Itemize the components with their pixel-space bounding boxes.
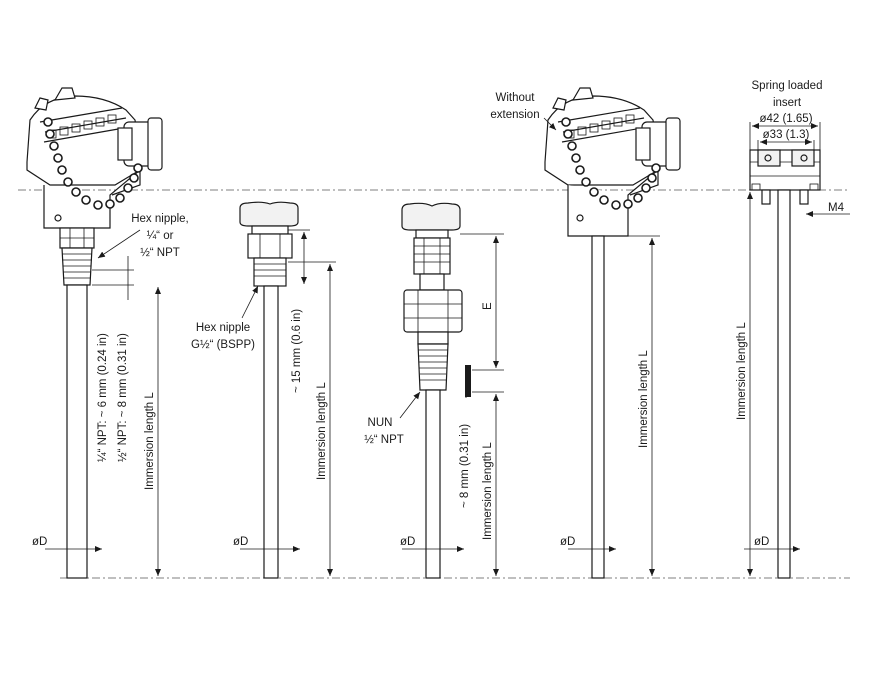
label-immersion-4: Immersion length L: [638, 350, 650, 448]
leader-hex-nipple-g: [241, 285, 259, 319]
insert-spring-stud: [761, 189, 771, 205]
leader-nun: [399, 391, 421, 419]
protection-tube-1: [66, 284, 88, 579]
label-immersion-5: Immersion length L: [736, 322, 748, 420]
variant-spring-loaded-insert: [744, 122, 850, 579]
protection-tube-2: [263, 285, 279, 579]
label-hex-nipple-npt-3: ½“ NPT: [140, 247, 180, 259]
cap-2: [239, 201, 299, 227]
label-hex-nipple-g-1: Hex nipple: [196, 322, 250, 334]
hex-nipple-g: [247, 225, 293, 287]
label-immersion-2: Immersion length L: [316, 382, 328, 480]
cap-3: [401, 202, 461, 231]
variant-hex-nipple-g: [239, 201, 336, 579]
label-immersion-3: Immersion length L: [482, 442, 494, 540]
label-od-1: øD: [32, 536, 47, 548]
label-nun-1: NUN: [368, 417, 393, 429]
label-m4: M4: [828, 202, 845, 214]
label-immersion-1: Immersion length L: [144, 392, 156, 490]
label-hex-nipple-g-2: G½“ (BSPP): [191, 339, 255, 351]
protection-tube-3: [425, 389, 441, 579]
label-od-3: øD: [400, 536, 415, 548]
neck-union-assembly: [403, 229, 463, 391]
insert-spring-stud-2: [799, 189, 809, 205]
label-without-2: extension: [490, 109, 539, 121]
label-od-5: øD: [754, 536, 769, 548]
label-hex-nipple-npt-1: Hex nipple,: [131, 213, 189, 225]
variant-nun-union: [399, 202, 504, 579]
variant-hex-nipple-npt: [26, 87, 163, 579]
hex-nipple-npt: [59, 227, 95, 286]
ball-chain-4: [561, 117, 661, 210]
label-8mm: ~ 8 mm (0.31 in): [459, 424, 471, 508]
leader-hex-nipple: [97, 229, 141, 259]
label-15mm: ~ 15 mm (0.6 in): [291, 309, 303, 393]
label-spring-2: insert: [773, 97, 802, 109]
label-spring-1: Spring loaded: [752, 80, 823, 92]
label-e: E: [482, 302, 494, 310]
protection-tube-4: [591, 235, 605, 579]
label-npt-half: ½“ NPT: ~ 8 mm (0.31 in): [117, 333, 129, 462]
label-od-4: øD: [560, 536, 575, 548]
insert-rod: [777, 189, 791, 579]
label-nun-2: ½“ NPT: [364, 434, 404, 446]
label-npt-quarter: ¼“ NPT: ~ 6 mm (0.24 in): [97, 333, 109, 462]
variant-without-extension: [543, 87, 681, 579]
label-d42: ø42 (1.65): [759, 113, 812, 125]
leader-without-extension: [543, 117, 557, 131]
ball-chain-1: [43, 117, 143, 210]
label-without-1: Without: [496, 92, 536, 104]
label-od-2: øD: [233, 536, 248, 548]
terminal-head-4: [544, 87, 681, 237]
label-hex-nipple-npt-2: ¼“ or: [147, 230, 174, 242]
process-wall-marker: [465, 365, 471, 397]
label-d33: ø33 (1.3): [763, 129, 810, 141]
